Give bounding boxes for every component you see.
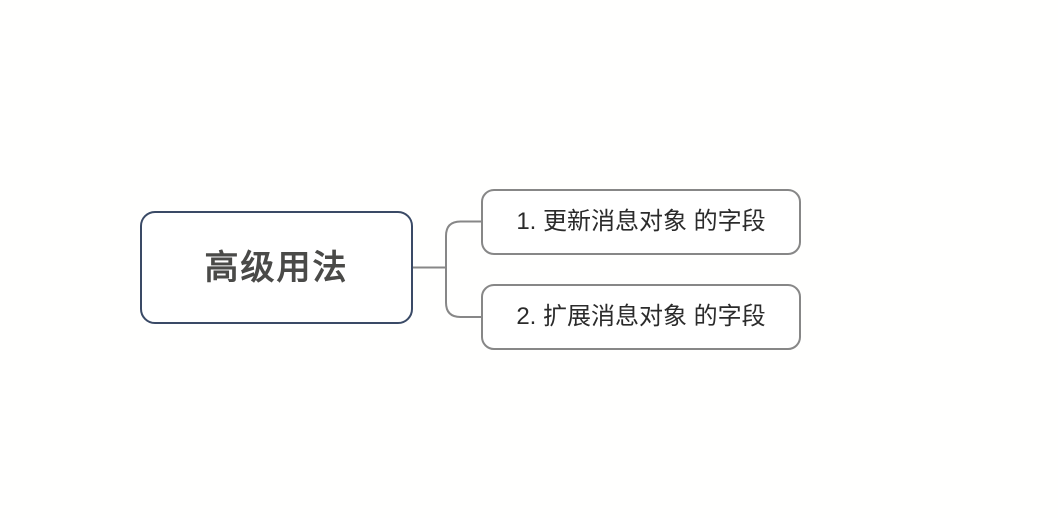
mindmap-root-label: 高级用法 xyxy=(204,248,349,287)
mindmap-child-label-2: 2. 扩展消息对象 的字段 xyxy=(516,303,766,330)
mindmap-root-node[interactable]: 高级用法 xyxy=(140,211,413,324)
mindmap-child-node-1[interactable]: 1. 更新消息对象 的字段 xyxy=(481,189,801,255)
mindmap-child-label-1: 1. 更新消息对象 的字段 xyxy=(516,208,766,235)
connector-branch-2 xyxy=(445,267,481,318)
connector-branch-1 xyxy=(445,220,481,268)
mindmap-child-node-2[interactable]: 2. 扩展消息对象 的字段 xyxy=(481,284,801,350)
